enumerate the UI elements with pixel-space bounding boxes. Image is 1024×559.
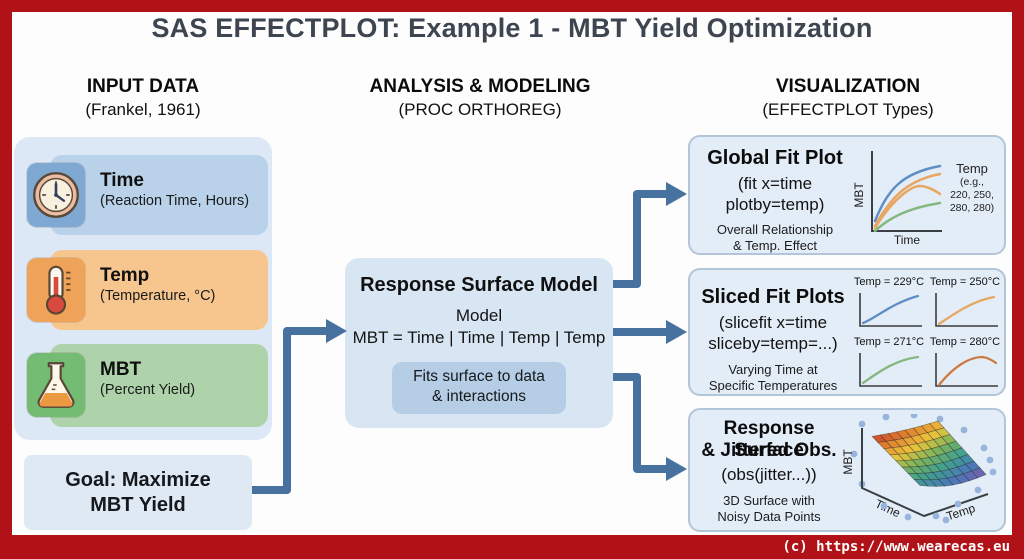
global-fit-mini-chart: MBT Time <box>854 151 942 247</box>
model-note-box: Fits surface to data & interactions <box>392 362 566 414</box>
surface-xlabel: Time <box>873 496 903 520</box>
sliced-panel-280-chart <box>935 353 998 387</box>
analysis-column-subtitle: (PROC ORTHOREG) <box>398 100 562 119</box>
copyright-text: (c) https://www.wearecas.eu <box>782 539 1010 555</box>
model-box-title: Response Surface Model <box>360 274 598 296</box>
sliced-panel-250-chart <box>935 293 998 327</box>
sliced-title: Sliced Fit Plots <box>701 286 845 308</box>
input-row-time-desc: (Reaction Time, Hours) <box>100 193 250 209</box>
surface-3d-chart: MBT Time Temp <box>841 414 997 524</box>
curve-green <box>873 201 942 233</box>
sliced-cap1: Varying Time at <box>728 362 818 377</box>
goal-line2: MBT Yield <box>90 494 186 516</box>
global-fit-ylabel: MBT <box>854 182 866 208</box>
model-note-line2: & interactions <box>432 388 526 406</box>
input-row-temp-name: Temp <box>100 265 150 286</box>
jittered-observations-front <box>880 456 997 524</box>
legend-title: Temp <box>956 161 988 176</box>
flask-icon <box>37 362 75 408</box>
global-fit-xlabel: Time <box>894 233 921 247</box>
surface-zlabel: MBT <box>841 449 855 475</box>
input-row-temp: Temp (Temperature, °C) <box>50 250 268 330</box>
panel-curve-271 <box>861 355 920 385</box>
sliced-panel-271-chart <box>859 353 922 387</box>
goal-box: Goal: Maximize MBT Yield <box>24 455 252 530</box>
goal-line1: Goal: Maximize <box>65 469 211 491</box>
panel-label-250: Temp = 250°C <box>929 276 1001 288</box>
curve-orange-rising <box>873 172 942 228</box>
input-row-temp-desc: (Temperature, °C) <box>100 288 216 304</box>
global-fit-cap2: & Temp. Effect <box>732 238 818 253</box>
footer-bar: (c) https://www.wearecas.eu <box>0 535 1024 559</box>
sliced-code1: (slicefit x=time <box>718 313 828 332</box>
sliced-cap2: Specific Temperatures <box>708 378 838 393</box>
global-fit-legend: Temp (e.g., 220, 250, 280, 280) <box>940 161 1004 215</box>
panel-label-271: Temp = 271°C <box>853 336 925 348</box>
surface-code: (obs(jitter...)) <box>721 465 817 484</box>
input-row-mbt-desc: (Percent Yield) <box>100 382 196 398</box>
panel-label-280: Temp = 280°C <box>929 336 1001 348</box>
input-row-time-name: Time <box>100 170 145 191</box>
response-surface-box: Response Surface & Jittered Obs. (obs(ji… <box>688 408 1006 532</box>
panel-curve-229 <box>861 294 920 325</box>
thermometer-icon <box>45 265 71 315</box>
input-row-mbt: MBT (Percent Yield) <box>50 344 268 427</box>
input-column-title: INPUT DATA <box>86 76 200 97</box>
global-fit-code1: (fit x=time <box>737 174 813 193</box>
jittered-observations-back <box>850 414 988 488</box>
curve-orange-peaking <box>873 184 942 230</box>
global-fit-title: Global Fit Plot <box>707 147 843 169</box>
sliced-code2: sliceby=temp=...) <box>708 334 838 353</box>
sliced-fit-plots-box: Sliced Fit Plots (slicefit x=time sliceb… <box>688 268 1006 396</box>
legend-line3: 220, 250, <box>950 189 994 202</box>
temp-icon-tile <box>27 258 85 322</box>
response-surface-model-box: Response Surface Model Model MBT = Time … <box>345 258 613 428</box>
model-equation: MBT = Time | Time | Temp | Temp <box>352 328 606 347</box>
model-note-line1: Fits surface to data <box>413 368 545 385</box>
analysis-column-title: ANALYSIS & MODELING <box>369 76 591 97</box>
time-icon-tile <box>27 163 85 227</box>
global-fit-code2: plotby=temp) <box>725 195 825 214</box>
model-label: Model <box>455 306 503 325</box>
clock-icon <box>33 172 79 218</box>
sliced-panel-229-chart <box>859 293 922 327</box>
global-fit-cap1: Overall Relationship <box>716 222 834 237</box>
surface-title2: & Jittered Obs. <box>701 440 837 461</box>
surface-title1: Response Surface <box>723 418 815 461</box>
legend-line2: (e.g., <box>960 176 984 188</box>
curve-blue <box>873 164 942 223</box>
panel-label-229: Temp = 229°C <box>853 276 925 288</box>
global-fit-plot-box: Global Fit Plot (fit x=time plotby=temp)… <box>688 135 1006 255</box>
surface-cap2: Noisy Data Points <box>717 509 821 524</box>
visualization-column-subtitle: (EFFECTPLOT Types) <box>762 100 934 119</box>
mbt-icon-tile <box>27 353 85 417</box>
surface-cap1: 3D Surface with <box>723 493 815 508</box>
page-title: SAS EFFECTPLOT: Example 1 - MBT Yield Op… <box>151 13 873 43</box>
panel-curve-280 <box>937 355 998 387</box>
input-column-subtitle: (Frankel, 1961) <box>85 100 201 119</box>
input-row-mbt-name: MBT <box>100 359 142 380</box>
panel-curve-250 <box>937 295 996 326</box>
input-row-time: Time (Reaction Time, Hours) <box>50 155 268 235</box>
legend-line4: 280, 280) <box>949 202 995 215</box>
visualization-column-title: VISUALIZATION <box>775 76 921 97</box>
surface-mesh <box>871 420 987 487</box>
